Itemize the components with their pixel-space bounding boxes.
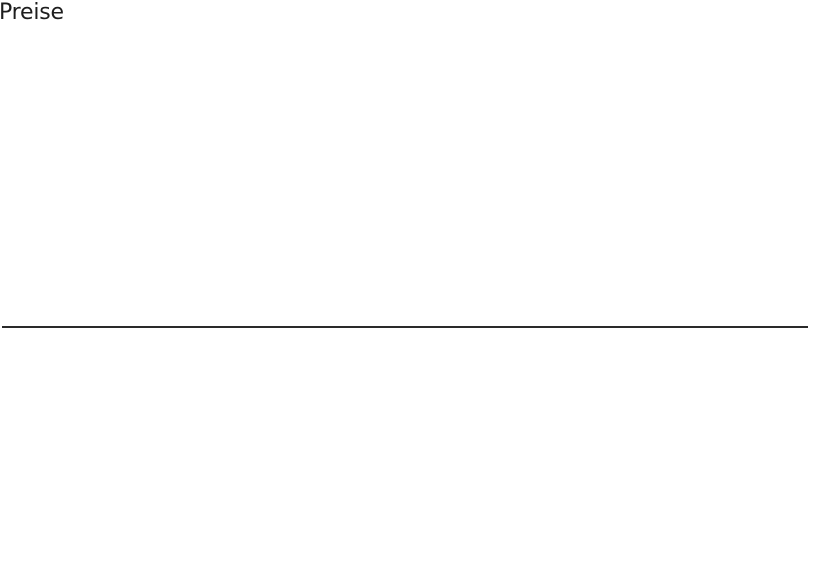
page-title: Preise <box>0 0 64 25</box>
horizontal-divider <box>2 326 808 328</box>
